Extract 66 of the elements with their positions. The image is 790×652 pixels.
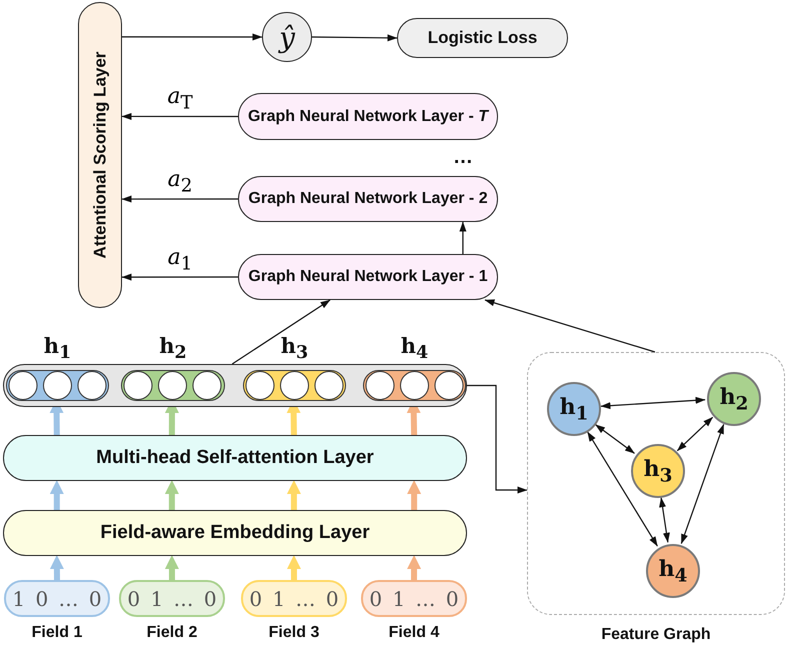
ellipsis: …: [452, 146, 474, 169]
arrow: [467, 384, 528, 494]
block-arrow: [50, 555, 64, 580]
arrow: [659, 497, 670, 543]
layer-label: ŷ: [279, 20, 295, 54]
layer-label: Graph Neural Network Layer - 1: [248, 268, 488, 286]
layer-box: [78, 2, 122, 308]
node-label: h$_{2}$: [720, 384, 748, 414]
node-label: Field 2: [146, 624, 198, 642]
layer-label: Graph Neural Network Layer - T: [248, 108, 488, 126]
graph-node: [547, 382, 601, 436]
graph-node: [646, 544, 700, 598]
arrow: [122, 274, 238, 281]
layer-label: Attentional Scoring Layer: [90, 52, 110, 258]
layer-label: Field-aware Embedding Layer: [100, 522, 370, 544]
arrow: [587, 431, 658, 547]
layer-box: [238, 176, 498, 222]
one-hot-vector: 0 1 … 0: [127, 586, 217, 610]
one-hot-vector: 1 0 … 0: [12, 586, 102, 610]
arrow: [312, 34, 398, 42]
block-arrow: [286, 555, 301, 580]
arrow: [600, 396, 706, 410]
one-hot-input: [361, 580, 467, 617]
arrow: [484, 299, 656, 353]
arrow: [595, 424, 635, 454]
one-hot-vector: 0 1 … 0: [249, 586, 339, 610]
node-label: Field 3: [268, 624, 320, 642]
node-label: h$_{1}$: [560, 394, 588, 424]
output-circle: [262, 12, 312, 62]
graph-node: [631, 444, 685, 498]
arrow: [232, 300, 330, 364]
vector-label: h$_{4}$: [400, 332, 428, 365]
layer-label: Logistic Loss: [428, 28, 538, 48]
arrow: [122, 112, 238, 120]
vector-label: h$_{3}$: [280, 332, 308, 365]
graph-panel: [527, 352, 785, 615]
node-label: Field 1: [30, 624, 84, 642]
node-label: Field 4: [388, 624, 440, 642]
block-arrow: [164, 480, 179, 510]
one-hot-input: [119, 580, 225, 617]
layer-box: [238, 93, 498, 140]
loss-box: [397, 18, 568, 58]
node-label: h$_{4}$: [658, 556, 688, 586]
node-label: Feature Graph: [600, 626, 712, 644]
arrow: [459, 222, 466, 254]
block-arrow: [164, 555, 179, 580]
block-arrow: [407, 480, 422, 510]
one-hot-vector: 0 1 … 0: [369, 586, 459, 610]
arrow: [680, 424, 724, 544]
layer-label: Multi-head Self-attention Layer: [96, 447, 374, 469]
graph-node: [707, 372, 761, 426]
block-arrow: [50, 480, 64, 510]
block-arrow: [286, 480, 301, 510]
arrow: [676, 416, 714, 452]
node-label: h$_{3}$: [644, 456, 672, 486]
one-hot-input: [241, 580, 347, 617]
vector-label: h$_{1}$: [44, 332, 72, 365]
arrow: [122, 34, 262, 40]
vector-label: h$_{2}$: [159, 332, 187, 365]
arrow: [122, 196, 238, 203]
layer-box: [3, 510, 467, 556]
layer-box: [3, 435, 467, 481]
layer-box: [238, 254, 498, 300]
block-arrow: [407, 555, 422, 580]
layer-label: Graph Neural Network Layer - 2: [248, 190, 488, 208]
one-hot-input: [4, 580, 110, 617]
